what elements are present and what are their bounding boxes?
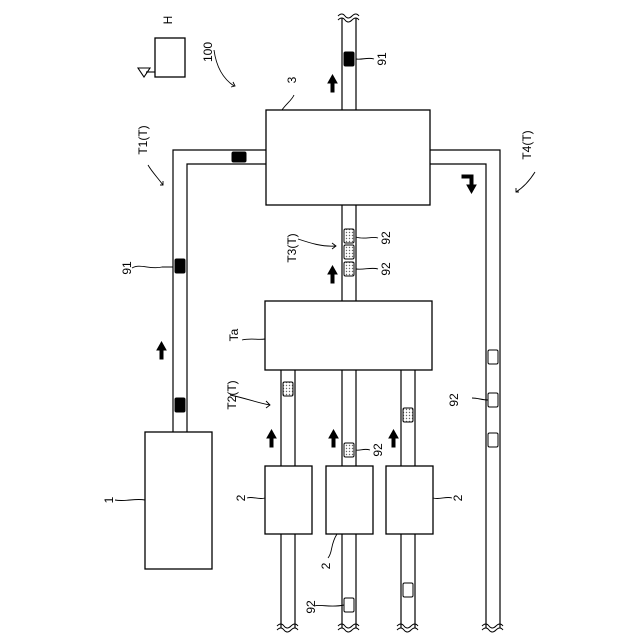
label-92-bottom: 92 xyxy=(304,600,318,614)
label-t2: T2(T) xyxy=(225,380,239,409)
label-92-mid: 92 xyxy=(371,443,385,457)
arrow-up-icon xyxy=(157,342,166,359)
item-92-t3-middle xyxy=(344,245,354,259)
item-91-t1-horizontal xyxy=(232,152,246,162)
item-empty-t2-right-bottom xyxy=(403,583,413,597)
arrow-up-icon xyxy=(328,266,337,283)
label-2-middle: 2 xyxy=(319,562,333,569)
item-empty-t4-1 xyxy=(488,350,498,364)
label-92-t4: 92 xyxy=(447,393,461,407)
arrow-up-icon xyxy=(328,75,337,92)
arrow-up-icon xyxy=(329,430,338,447)
label-91-top: 91 xyxy=(375,52,389,66)
item-92-t3-upper xyxy=(344,229,354,243)
label-100: 100 xyxy=(201,42,215,62)
item-91-t1-upper xyxy=(175,259,185,273)
arrow-turn-down-icon xyxy=(462,175,476,193)
label-t1: T1(T) xyxy=(136,125,150,154)
label-h: H xyxy=(161,16,175,25)
arrow-up-icon xyxy=(267,430,276,447)
host-h-box xyxy=(155,38,185,77)
conveyor-t4 xyxy=(430,150,500,628)
device-1-box xyxy=(145,432,212,569)
label-91-left: 91 xyxy=(120,261,134,275)
label-t3: T3(T) xyxy=(285,233,299,262)
label-1: 1 xyxy=(102,496,116,503)
item-92-t2-left xyxy=(283,382,293,396)
item-92-t3-lower xyxy=(344,262,354,276)
label-92-t3-upper: 92 xyxy=(379,231,393,245)
label-t4: T4(T) xyxy=(520,130,534,159)
item-empty-t4-2 xyxy=(488,393,498,407)
arrow-up-icon xyxy=(389,430,398,447)
label-ta: Ta xyxy=(227,328,241,341)
item-92-t2-right xyxy=(403,408,413,422)
item-92-t2-middle xyxy=(344,443,354,457)
device-2-right-box xyxy=(386,466,433,534)
conveyor-t1 xyxy=(173,150,266,432)
item-empty-t2-middle-bottom xyxy=(344,598,354,612)
item-91-t1-lower xyxy=(175,398,185,412)
antenna-icon xyxy=(138,68,155,77)
device-2-left-box xyxy=(265,466,312,534)
device-ta-box xyxy=(265,301,432,370)
label-3: 3 xyxy=(285,76,299,83)
device-3-box xyxy=(266,110,430,205)
label-92-t3-lower: 92 xyxy=(379,262,393,276)
item-91-top xyxy=(344,52,354,66)
item-empty-t4-3 xyxy=(488,433,498,447)
label-2-left: 2 xyxy=(234,494,248,501)
label-2-right: 2 xyxy=(451,494,465,501)
device-2-middle-box xyxy=(326,466,373,534)
